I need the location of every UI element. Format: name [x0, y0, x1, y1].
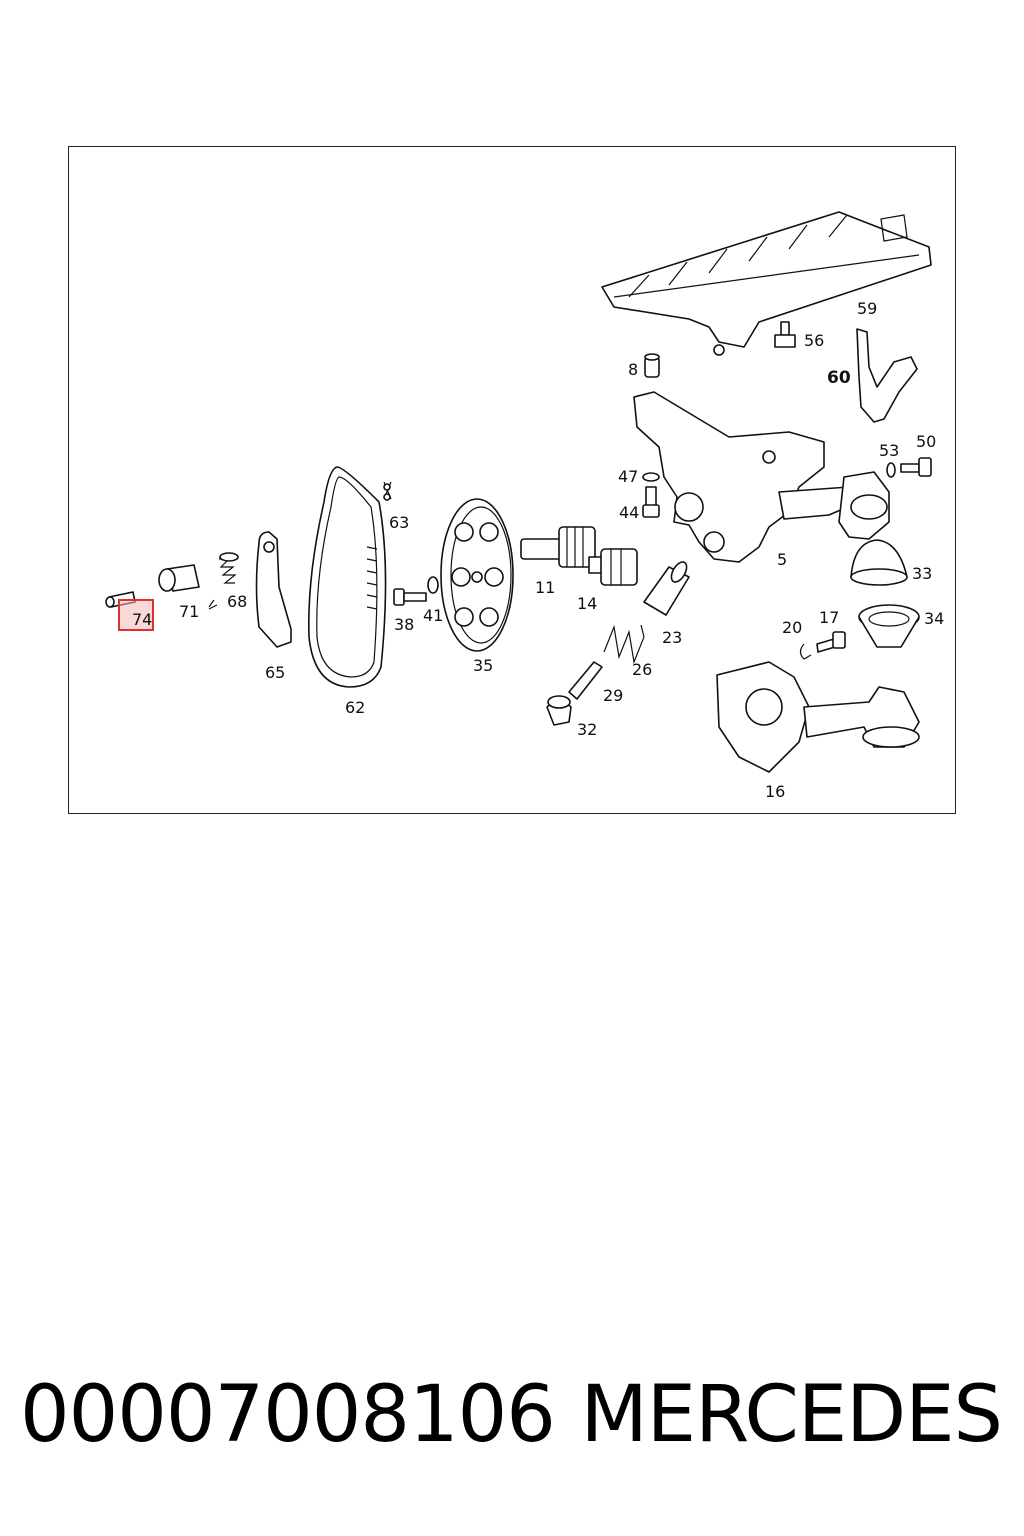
label-53: 53: [879, 441, 899, 460]
label-14: 14: [577, 594, 597, 613]
label-47: 47: [618, 467, 638, 486]
parts-diagram-frame: 74 71 68 65 62 63 38 41 35 11 14 23 26 2…: [68, 146, 956, 814]
label-35: 35: [473, 656, 493, 675]
bolt-part-56: [774, 321, 796, 348]
strainer-part-34: [858, 604, 920, 648]
gear-part-14: [588, 548, 638, 586]
bolt-part-38: [393, 588, 427, 606]
label-59: 59: [857, 299, 877, 318]
chain-part-62: [307, 466, 387, 688]
label-60: 60: [827, 368, 851, 388]
suction-pipe-part-16: [716, 661, 920, 773]
highlight-box-74: [118, 599, 154, 631]
washer-part-41: [427, 576, 439, 594]
label-11: 11: [535, 578, 555, 597]
label-41: 41: [423, 606, 443, 625]
label-33: 33: [912, 564, 932, 583]
label-74: 74: [132, 610, 152, 629]
label-32: 32: [577, 720, 597, 739]
label-38: 38: [394, 615, 414, 634]
parts-diagram: 74 71 68 65 62 63 38 41 35 11 14 23 26 2…: [105, 211, 944, 801]
label-23: 23: [662, 628, 682, 647]
part-number: 00007008106: [20, 1370, 556, 1460]
sprocket-part-35: [440, 498, 514, 652]
label-62: 62: [345, 698, 365, 717]
bolt-part-17: [816, 631, 846, 653]
clip-part-20: [799, 643, 812, 660]
sleeve-part-8: [644, 353, 660, 378]
label-44: 44: [619, 503, 639, 522]
label-65: 65: [265, 663, 285, 682]
label-50: 50: [916, 432, 936, 451]
label-8: 8: [628, 360, 638, 379]
gear-shaft-part-11: [520, 526, 596, 568]
label-16: 16: [765, 782, 785, 801]
bolt-part-50: [900, 457, 932, 477]
baffle-tray-part: [601, 211, 932, 356]
tensioner-rail-part-65: [255, 531, 292, 648]
chain-link-part-63: [383, 481, 392, 501]
pin-part-29: [568, 661, 603, 700]
oil-pump-housing-part: [633, 391, 890, 563]
brand-name: MERCEDES: [580, 1370, 1003, 1460]
label-56: 56: [804, 331, 824, 350]
label-68: 68: [227, 592, 247, 611]
cap-part-33: [850, 539, 908, 586]
bracket-part-59: [856, 328, 918, 423]
label-5: 5: [777, 550, 787, 569]
label-71: 71: [179, 602, 199, 621]
bolt-part-44: [642, 486, 660, 518]
plug-part-32: [546, 695, 572, 726]
label-34: 34: [924, 609, 944, 628]
footer: 00007008106 MERCEDES: [0, 1370, 1024, 1470]
label-63: 63: [389, 513, 409, 532]
washer-part-53: [886, 462, 896, 478]
label-26: 26: [632, 660, 652, 679]
label-17: 17: [819, 608, 839, 627]
label-29: 29: [603, 686, 623, 705]
valve-piston-part-23: [643, 561, 690, 616]
label-20: 20: [782, 618, 802, 637]
spring-part-26: [603, 624, 645, 665]
spring-part-68: [208, 552, 239, 608]
washer-part-47: [642, 472, 660, 482]
sleeve-part-71: [158, 564, 200, 592]
